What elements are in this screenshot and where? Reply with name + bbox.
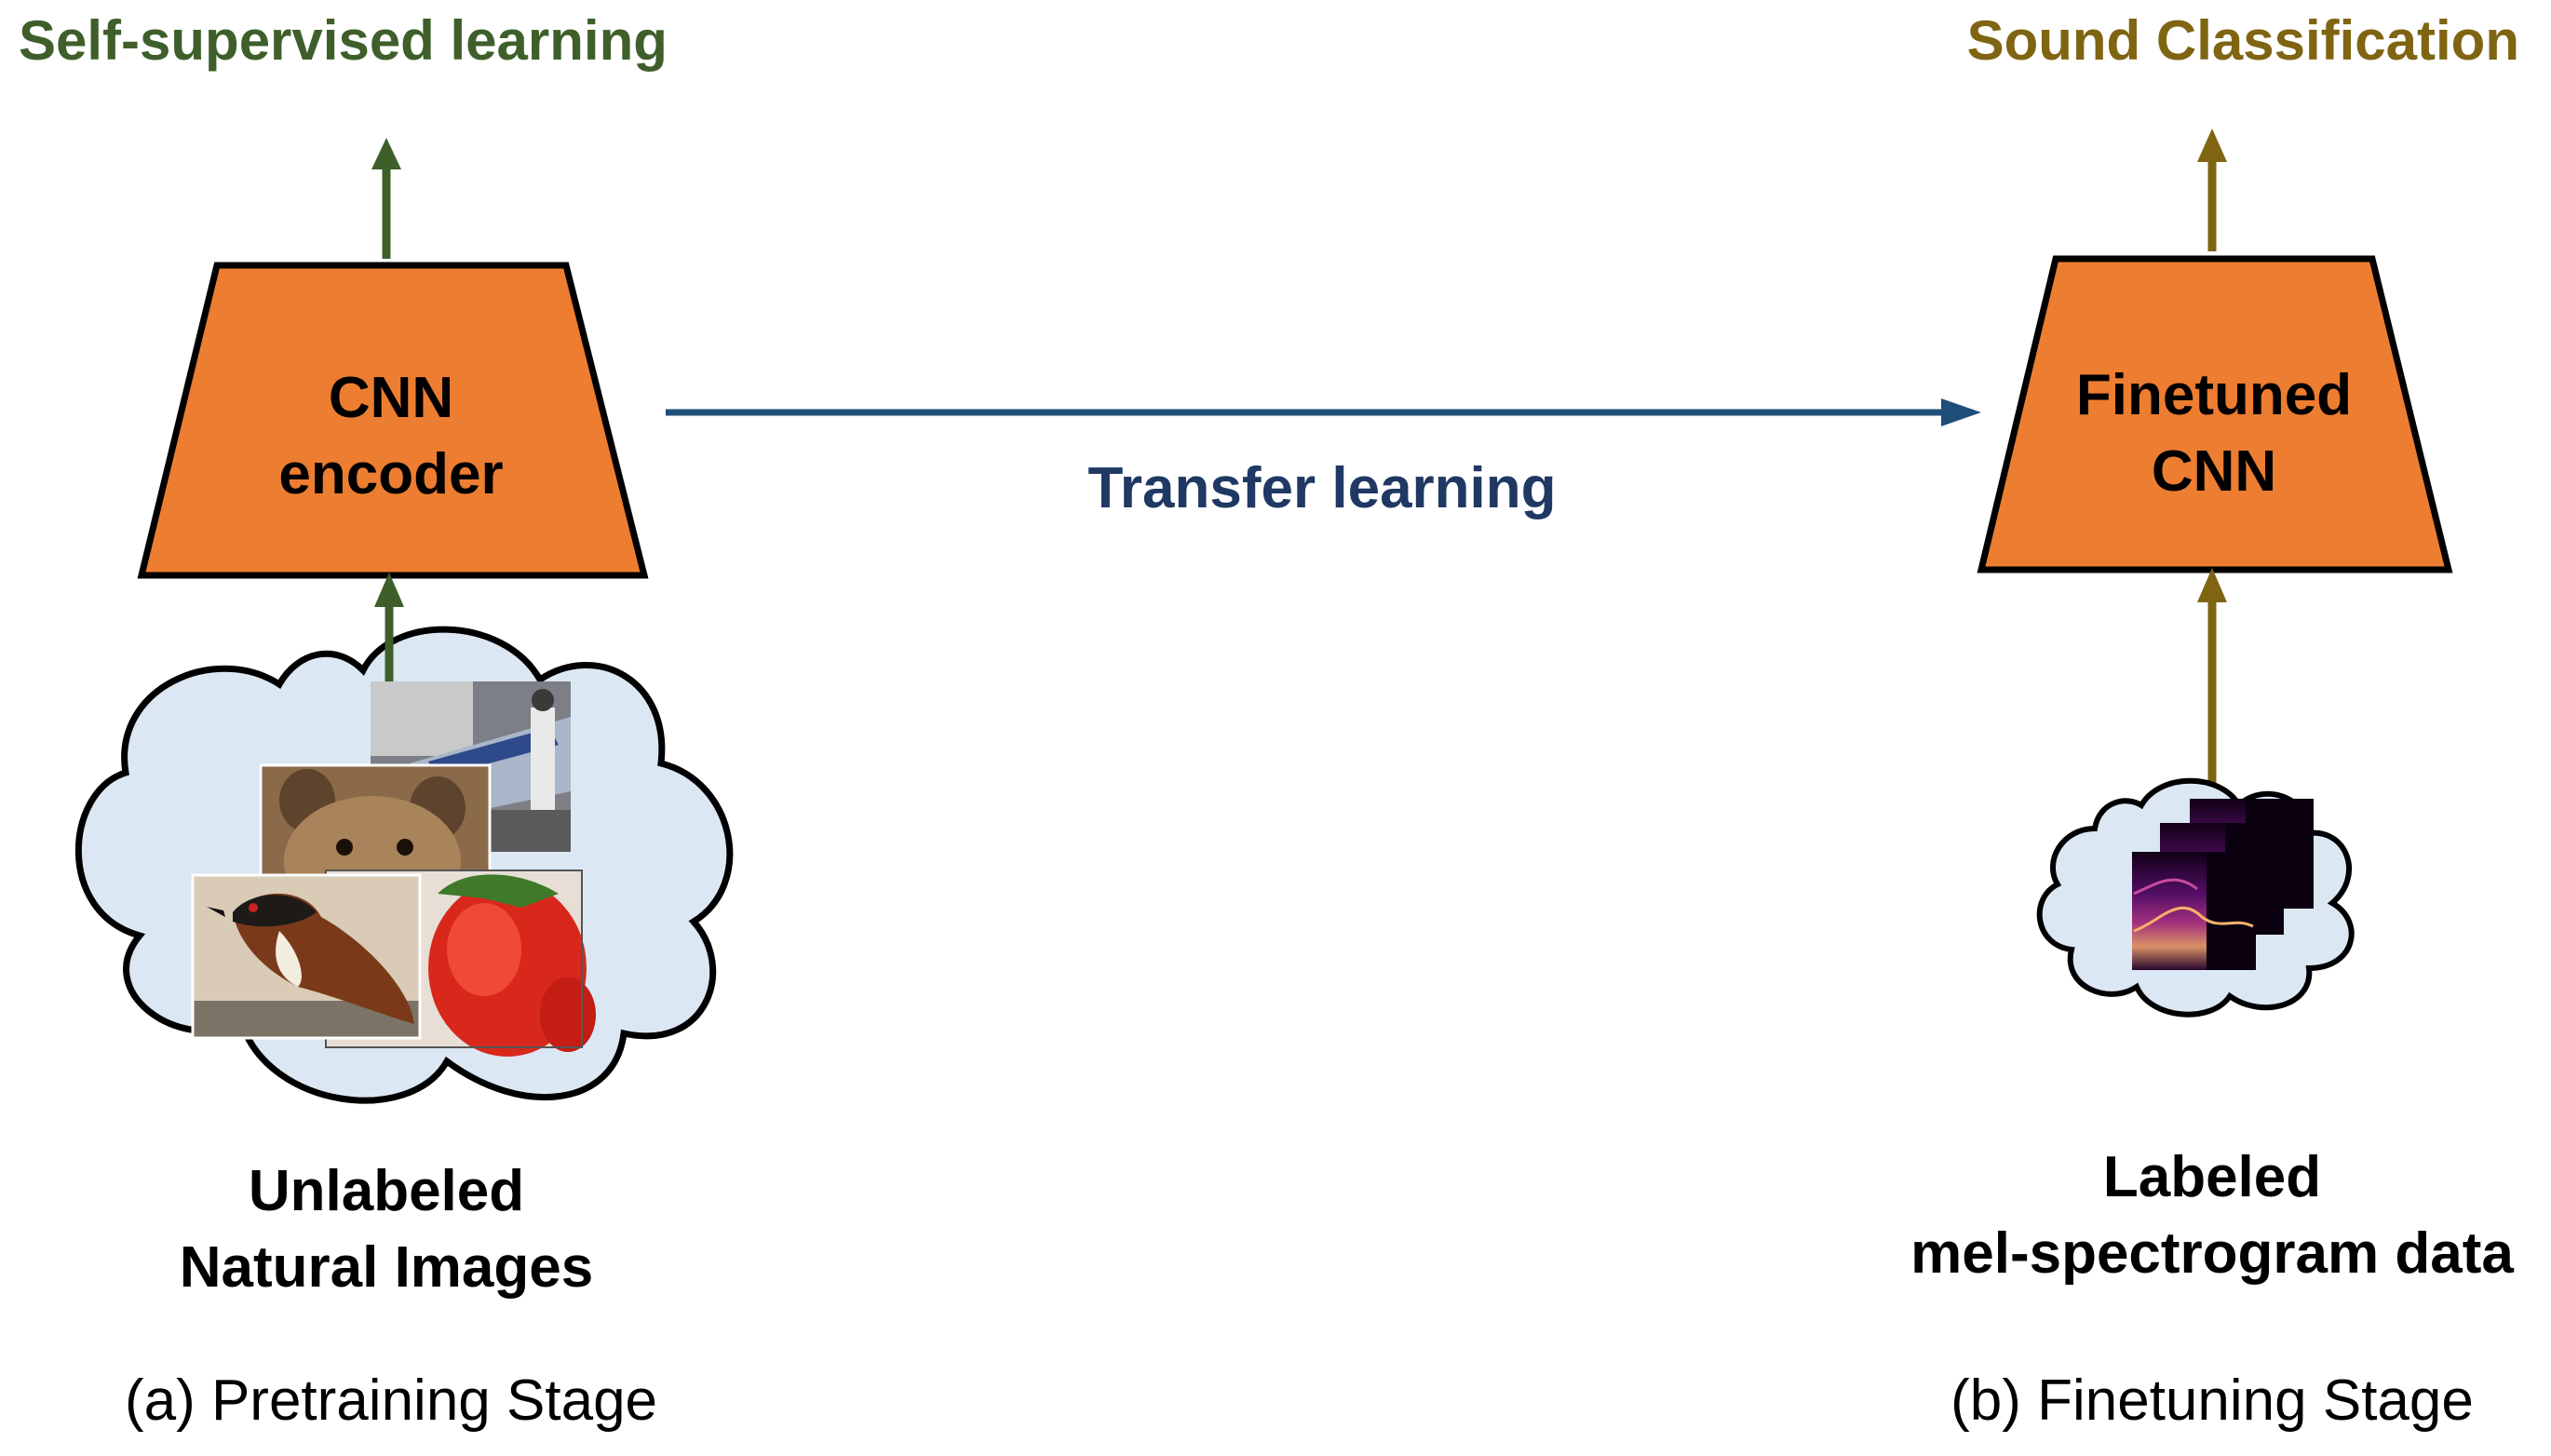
right-data-line1: Labeled [2103, 1145, 2321, 1209]
right-output-label: Sound Classification [1967, 9, 2519, 72]
pretraining-caption: (a) Pretraining Stage [125, 1368, 657, 1433]
cnn-encoder-line2: encoder [278, 442, 503, 506]
left-input-arrow [374, 573, 404, 689]
left-up-arrow [371, 138, 401, 259]
left-data-line2: Natural Images [180, 1235, 594, 1300]
mel-spectrogram-stack [2132, 799, 2314, 970]
natural-images-stack [191, 681, 596, 1057]
bird-photo [191, 873, 422, 1040]
right-input-arrow [2197, 568, 2227, 801]
right-up-arrow [2197, 128, 2227, 251]
finetuned-cnn-line1: Finetuned [2076, 363, 2352, 427]
cnn-encoder-line1: CNN [329, 366, 453, 430]
finetuning-caption: (b) Finetuning Stage [1950, 1368, 2474, 1433]
left-data-line1: Unlabeled [249, 1159, 524, 1223]
right-data-line2: mel-spectrogram data [1910, 1221, 2514, 1286]
cnn-encoder-block [137, 262, 649, 579]
transfer-arrow [666, 398, 1981, 426]
left-output-label: Self-supervised learning [19, 9, 668, 72]
finetuned-cnn-line2: CNN [2152, 439, 2276, 504]
finetuned-cnn-block [1977, 255, 2453, 573]
transfer-label: Transfer learning [1087, 456, 1556, 520]
